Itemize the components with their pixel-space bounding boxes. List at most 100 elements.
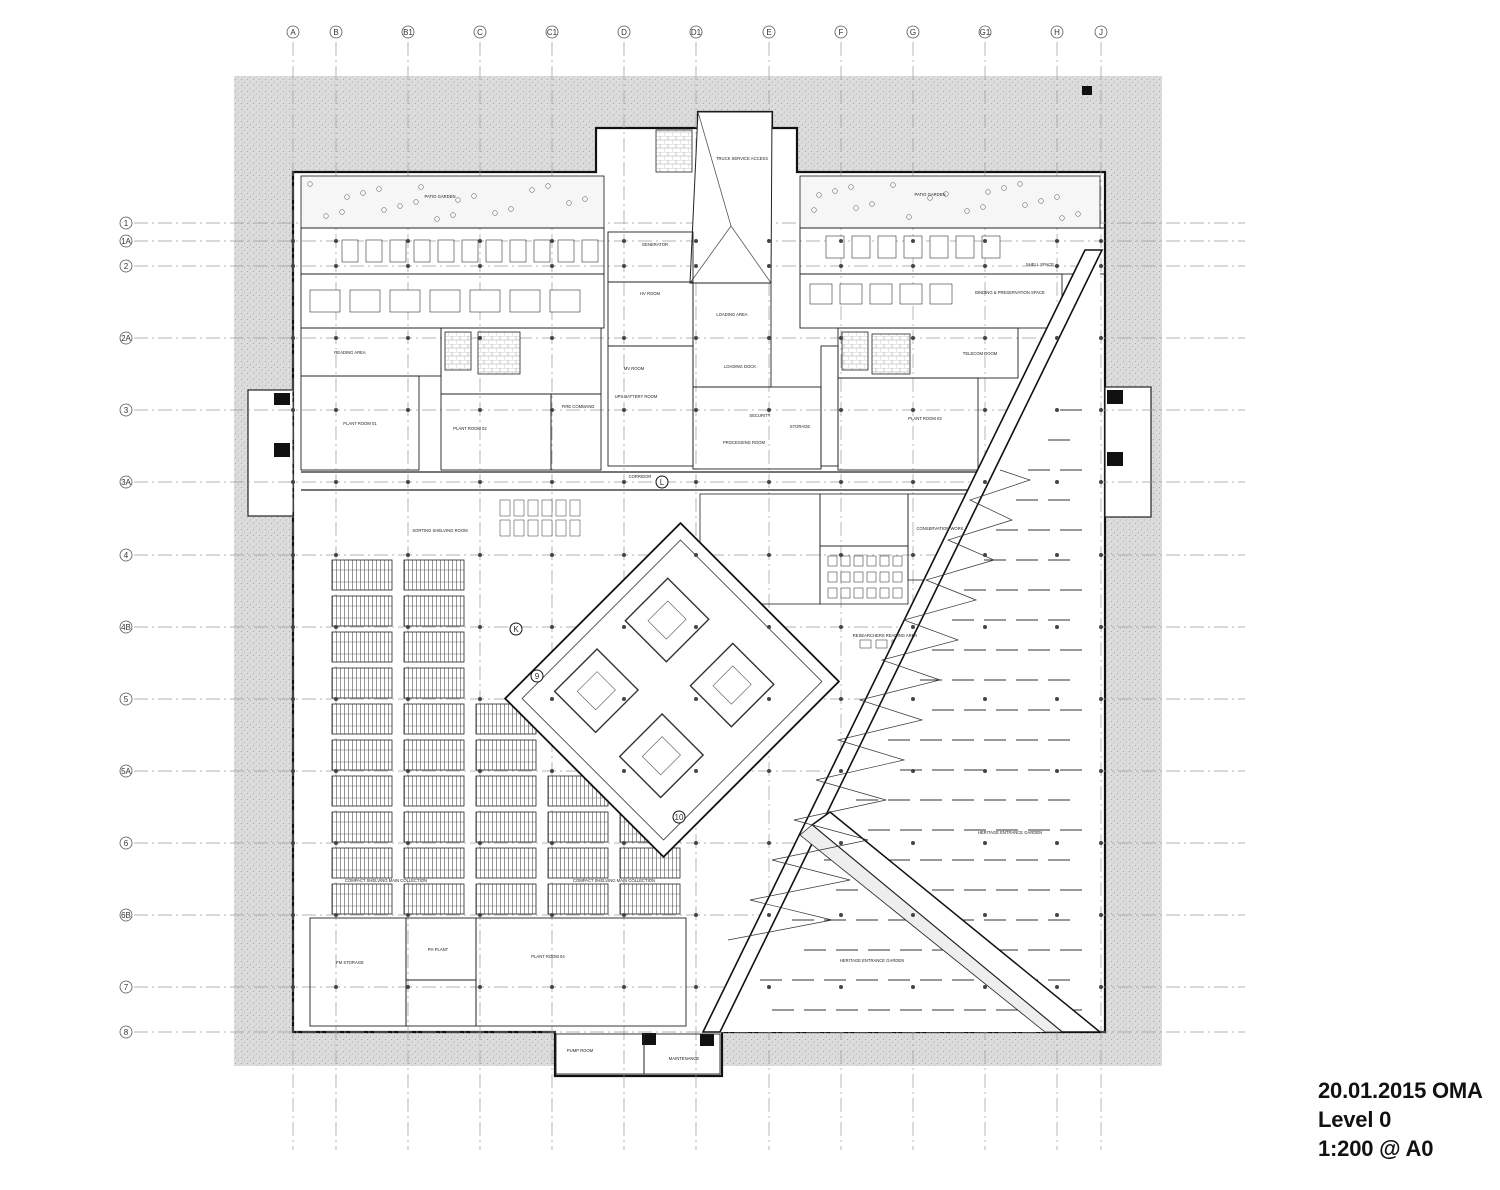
grid-col-label: B <box>333 28 338 37</box>
room-label-researchers-reading: RESEARCHERS READING AREA <box>853 633 918 638</box>
grid-bubble-row-5A: 5A <box>119 764 133 778</box>
grid-row-label: 5A <box>121 767 131 776</box>
grid-row-label: 7 <box>124 983 129 992</box>
room-label-mv-room: MV ROOM <box>624 366 645 371</box>
grid-bubble-row-3: 3 <box>119 403 133 417</box>
title-block: 20.01.2015 OMA Level 0 1:200 @ A0 <box>1318 1076 1483 1163</box>
grid-col-label: C1 <box>547 28 558 37</box>
room-label-compact-shelving-1: COMPACT SHELVING MAIN COLLECTION <box>345 878 427 883</box>
svg-text:K: K <box>513 625 519 634</box>
grid-col-label: H <box>1054 28 1060 37</box>
grid-bubble-row-1A: 1A <box>119 234 133 248</box>
room-label-corridor-3a: CORRIDOR <box>629 474 652 479</box>
svg-text:L: L <box>660 478 665 487</box>
grid-bubble-col-G: G <box>906 25 920 39</box>
grid-col-label: J <box>1099 28 1103 37</box>
drawing-date-author: 20.01.2015 OMA <box>1318 1078 1483 1103</box>
grid-col-label: D <box>621 28 627 37</box>
grid-row-label: 3A <box>121 478 131 487</box>
room-label-loading-dock: LOADING DOCK <box>724 364 756 369</box>
grid-bubble-col-A: A <box>286 25 300 39</box>
grid-row-label: 1A <box>121 237 131 246</box>
room-label-security: SECURITY <box>749 413 770 418</box>
section-marker-10: 10 <box>672 810 686 824</box>
section-marker-L: L <box>655 475 669 489</box>
svg-text:9: 9 <box>535 672 540 681</box>
grid-bubble-col-D1: D1 <box>689 25 703 39</box>
grid-row-label: 2 <box>124 262 129 271</box>
room-label-conservation: CONSERVATION WORK <box>917 526 964 531</box>
grid-bubble-col-F: F <box>834 25 848 39</box>
drawing-scale: 1:200 @ A0 <box>1318 1136 1434 1161</box>
grid-bubble-col-H: H <box>1050 25 1064 39</box>
grid-bubble-row-2: 2 <box>119 259 133 273</box>
room-label-pump-room: PUMP ROOM <box>567 1048 594 1053</box>
room-label-truck-access: TRUCK SERVICE ACCESS <box>716 156 768 161</box>
section-marker-K: K <box>509 622 523 636</box>
room-label-plant-room-02: PLANT ROOM 02 <box>453 426 487 431</box>
room-label-shell-space: SHELL SPACE <box>1026 262 1054 267</box>
grid-row-label: 8 <box>124 1028 129 1037</box>
grid-bubble-col-C: C <box>473 25 487 39</box>
grid-bubble-col-B1: B1 <box>401 25 415 39</box>
grid-row-label: 4B <box>121 623 131 632</box>
grid-bubble-row-1: 1 <box>119 216 133 230</box>
stair-core-east <box>1104 386 1152 518</box>
grid-col-label: E <box>766 28 771 37</box>
grid-bubble-row-3A: 3A <box>119 475 133 489</box>
room-label-ph-plant: PH PLANT <box>428 947 449 952</box>
drawing-level: Level 0 <box>1318 1107 1392 1132</box>
grid-col-label: A <box>290 28 296 37</box>
room-label-patio-garden-w: PATIO GARDEN <box>424 194 455 199</box>
patio-garden-west <box>300 175 605 229</box>
grid-row-label: 5 <box>124 695 129 704</box>
room-label-ups-battery: UPS BATTERY ROOM <box>615 394 658 399</box>
grid-bubble-row-4B: 4B <box>119 620 133 634</box>
room-label-sorting-shelving: SORTING SHELVING ROOM <box>412 528 468 533</box>
grid-bubble-col-B: B <box>329 25 343 39</box>
room-label-patio-garden-e: PATIO GARDEN <box>914 192 945 197</box>
grid-col-label: G1 <box>980 28 991 37</box>
grid-bubble-col-E: E <box>762 25 776 39</box>
grid-bubble-col-D: D <box>617 25 631 39</box>
room-label-binding: BINDING & PRESERVATION SPACE <box>975 290 1045 295</box>
grid-row-label: 6B <box>121 911 131 920</box>
patio-garden-east <box>799 175 1101 229</box>
room-label-plant-room-03: PLANT ROOM 03 <box>908 416 942 421</box>
room-label-compact-shelving-2: COMPACT SHELVING MAIN COLLECTION <box>573 878 655 883</box>
room-label-reading-area: READING AREA <box>334 350 366 355</box>
grid-bubble-row-7: 7 <box>119 980 133 994</box>
room-label-plant-room-01: PLANT ROOM 01 <box>343 421 377 426</box>
room-label-generator: GENERATOR <box>642 242 668 247</box>
room-label-maintenance: MAINTENANCE <box>669 1056 700 1061</box>
grid-bubble-row-4: 4 <box>119 548 133 562</box>
room-label-storage-mid: STORAGE <box>790 424 811 429</box>
grid-bubble-row-2A: 2A <box>119 331 133 345</box>
grid-bubble-row-5: 5 <box>119 692 133 706</box>
grid-bubble-col-G1: G1 <box>978 25 992 39</box>
room-label-heritage-garden-1: HERITAGE ENTRANCE GARDEN <box>978 830 1042 835</box>
room-label-heritage-garden-2: HERITAGE ENTRANCE GARDEN <box>840 958 904 963</box>
grid-bubble-col-J: J <box>1094 25 1108 39</box>
grid-col-label: C <box>477 28 483 37</box>
room-label-processing-room: PROCESSING ROOM <box>723 440 766 445</box>
room-label-plant-room-04: PLANT ROOM 04 <box>531 954 565 959</box>
grid-row-label: 3 <box>124 406 129 415</box>
room-label-telecom-room: TELECOM ROOM <box>963 351 998 356</box>
svg-text:10: 10 <box>675 813 684 822</box>
room-label-fm-storage: FM STORAGE <box>336 960 364 965</box>
room-label-fire-command: FIRE COMMAND <box>562 404 595 409</box>
grid-row-label: 2A <box>121 334 131 343</box>
grid-row-label: 4 <box>124 551 129 560</box>
section-marker-9: 9 <box>530 669 544 683</box>
grid-col-label: D1 <box>691 28 702 37</box>
rotated-reading-hall <box>503 521 841 859</box>
grid-bubble-row-6B: 6B <box>119 908 133 922</box>
room-label-loading-area: LOADING AREA <box>716 312 747 317</box>
grid-col-label: G <box>910 28 916 37</box>
grid-bubble-row-8: 8 <box>119 1025 133 1039</box>
grid-col-label: B1 <box>403 28 413 37</box>
grid-row-label: 6 <box>124 839 129 848</box>
grid-col-label: F <box>839 28 844 37</box>
